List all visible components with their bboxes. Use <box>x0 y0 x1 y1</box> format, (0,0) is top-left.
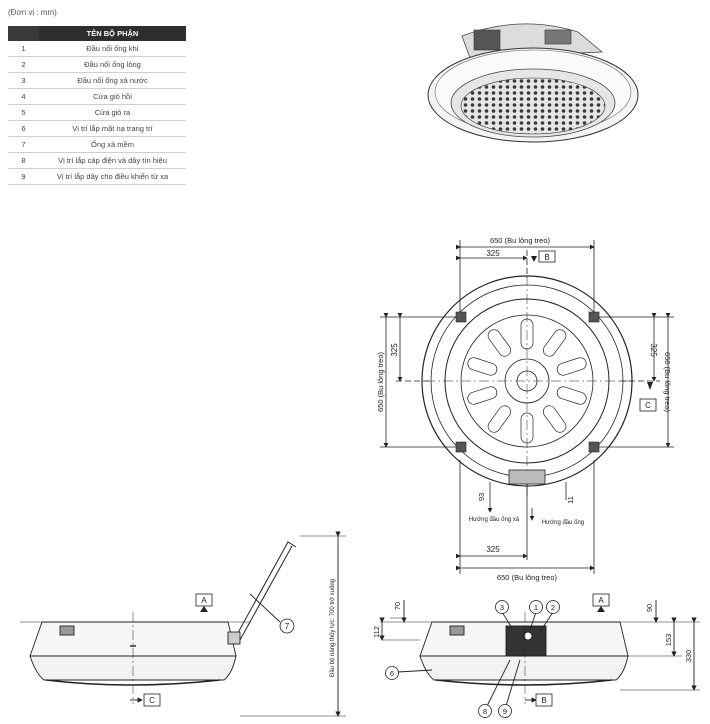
ref-marker-c-top: C <box>639 382 657 412</box>
callout-7-label: 7 <box>285 622 290 631</box>
row-number: 7 <box>8 136 39 153</box>
dim-650-left: 650 (Bu lông treo) <box>376 351 385 412</box>
ref-marker-b-top: B <box>531 250 556 263</box>
part-name: Vị trí lắp cáp điện và dây tín hiệu <box>39 152 186 169</box>
callout-6: 6 <box>385 666 399 680</box>
row-number: 1 <box>8 41 39 57</box>
part-name: Đầu nối ống lỏng <box>39 56 186 73</box>
callout-7: 7 <box>279 618 295 634</box>
parts-table-header: TÊN BỘ PHẬN <box>39 26 186 41</box>
callout-8: 8 <box>478 704 492 718</box>
row-number: 3 <box>8 72 39 89</box>
dim-325-bottom: 325 <box>486 545 500 554</box>
ref-b-label: B <box>541 696 546 705</box>
part-name: Vị trí lắp mặt nạ trang trí <box>39 120 186 137</box>
parts-table-no-header <box>8 26 39 41</box>
callout-3-label: 3 <box>500 603 504 612</box>
callout-6-label: 6 <box>390 669 394 678</box>
dim-93: 93 <box>477 493 486 501</box>
ref-marker-c-left: C <box>143 693 161 707</box>
part-name: Vị trí lắp dây cho điều khiển từ xa <box>39 168 186 185</box>
row-number: 4 <box>8 88 39 105</box>
dim-112: 112 <box>372 626 381 638</box>
top-view <box>380 240 674 574</box>
dim-650-bottom: 650 (Bu lông treo) <box>497 573 558 582</box>
ref-c-label: C <box>149 696 155 705</box>
row-number: 8 <box>8 152 39 169</box>
side-view-right <box>379 600 700 707</box>
dim-325-right: 325 <box>649 343 658 357</box>
callout-2: 2 <box>546 600 560 614</box>
dim-325-left: 325 <box>390 343 399 357</box>
callout-3: 3 <box>495 600 509 614</box>
row-number: 2 <box>8 56 39 73</box>
dim-153: 153 <box>664 634 673 647</box>
part-name: Cửa gió hồi <box>39 88 186 105</box>
dim-330: 330 <box>684 650 693 663</box>
part-name: Cửa gió ra <box>39 104 186 121</box>
dim-650-right: 650 (Bu lông treo) <box>663 352 672 413</box>
ref-c-label: C <box>645 401 651 410</box>
dim-90: 90 <box>645 604 654 612</box>
callout-9: 9 <box>498 704 512 718</box>
callout-2-label: 2 <box>551 603 555 612</box>
part-name: Đầu nối ống khí <box>39 41 186 57</box>
ref-marker-a-right: A <box>592 593 610 612</box>
part-name: Đầu nối ống xả nước <box>39 72 186 89</box>
part-name: Ống xả mềm <box>39 136 186 153</box>
ref-a-label: A <box>598 596 604 605</box>
callout-9-label: 9 <box>503 707 507 716</box>
pipe-direction-label: Hướng đầu ống <box>542 520 584 526</box>
row-number: 9 <box>8 168 39 185</box>
callout-8-label: 8 <box>483 707 487 716</box>
ref-a-label: A <box>201 596 207 605</box>
unit-illustration <box>427 23 639 143</box>
ref-marker-a-left: A <box>195 593 213 612</box>
row-number: 5 <box>8 104 39 121</box>
ref-marker-b-right: B <box>535 693 553 707</box>
unit-note: (Đơn vị : mm) <box>8 8 57 17</box>
dim-325-top: 325 <box>486 249 500 258</box>
drain-direction-label: Hướng đầu ống xả <box>469 517 520 523</box>
callout-1-label: 1 <box>534 603 538 612</box>
ref-b-label: B <box>544 253 549 262</box>
dim-650-top: 650 (Bu lông treo) <box>490 236 551 245</box>
side-view-left <box>20 531 346 717</box>
callout-1: 1 <box>529 600 543 614</box>
row-number: 6 <box>8 120 39 137</box>
dim-11: 11 <box>566 496 575 504</box>
dim-70: 70 <box>393 602 402 610</box>
lift-height-label: Đầu bộ nâng thủy lực: 700 trở xuống <box>329 579 336 677</box>
